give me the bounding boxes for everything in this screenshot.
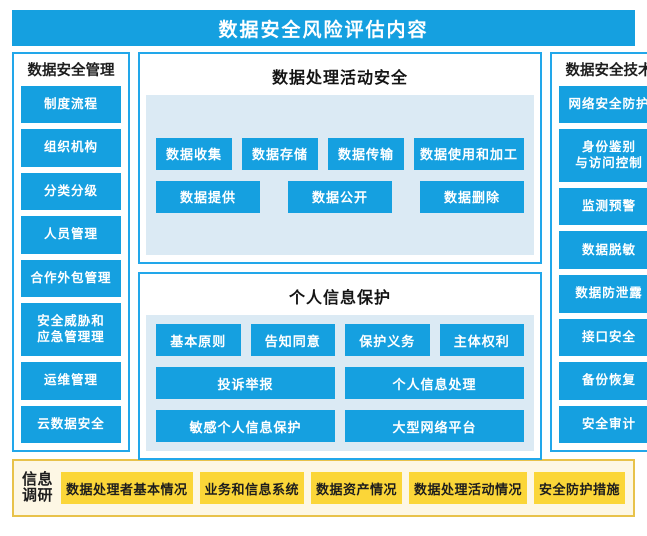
left-item-anquanweixie[interactable]: 安全威胁和 应急管理理	[21, 303, 121, 357]
right-column-list: 网络安全防护 身份鉴别 与访问控制 监测预警 数据脱敏 数据防泄露 接口安全 备…	[559, 85, 647, 444]
panel-title-personal-info: 个人信息保护	[288, 290, 391, 307]
right-item-anquanshenji[interactable]: 安全审计	[559, 405, 647, 444]
center-column: 数据处理活动安全 数据收集 数据存储 数据传输 数据使用和加工 数据提供 数据公…	[138, 52, 542, 460]
chip-data-deletion[interactable]: 数据删除	[420, 180, 524, 213]
left-column-title: 数据安全管理	[27, 63, 115, 79]
chip-basic-principles[interactable]: 基本原则	[156, 324, 241, 356]
page-title: 数据安全风险评估内容	[12, 10, 635, 46]
chip-data-provision[interactable]: 数据提供	[156, 180, 260, 213]
left-item-yunweiguanli[interactable]: 运维管理	[21, 362, 121, 400]
right-item-jianceyujing[interactable]: 监测预警	[559, 187, 647, 226]
chip-complaints-reports[interactable]: 投诉举报	[156, 367, 335, 399]
survey-chip-business-and-systems[interactable]: 业务和信息系统	[199, 472, 305, 504]
personal-info-row-1: 基本原则 告知同意 保护义务 主体权利	[156, 324, 524, 356]
survey-chip-data-assets[interactable]: 数据资产情况	[311, 472, 403, 504]
left-column-list: 制度流程 组织机构 分类分级 人员管理 合作外包管理 安全威胁和 应急管理理 运…	[21, 85, 121, 444]
chip-large-network-platform[interactable]: 大型网络平台	[345, 410, 524, 442]
main-columns: 数据安全管理 制度流程 组织机构 分类分级 人员管理 合作外包管理 安全威胁和 …	[12, 52, 647, 460]
panel-inner-personal-info: 基本原则 告知同意 保护义务 主体权利 投诉举报 个人信息处理 敏感个人信息保护…	[146, 315, 534, 451]
left-item-hezuowaibao[interactable]: 合作外包管理	[21, 259, 121, 298]
right-item-shujutuomin[interactable]: 数据脱敏	[559, 231, 647, 269]
survey-items: 数据处理者基本情况 业务和信息系统 数据资产情况 数据处理活动情况 安全防护措施	[61, 472, 626, 504]
panel-data-processing-security: 数据处理活动安全 数据收集 数据存储 数据传输 数据使用和加工 数据提供 数据公…	[138, 52, 542, 264]
chip-notice-and-consent[interactable]: 告知同意	[250, 324, 335, 356]
left-column-panel: 数据安全管理 制度流程 组织机构 分类分级 人员管理 合作外包管理 安全威胁和 …	[12, 52, 130, 452]
panel-title-data-processing: 数据处理活动安全	[271, 70, 408, 87]
chip-data-collection[interactable]: 数据收集	[156, 137, 232, 170]
chip-sensitive-personal-info[interactable]: 敏感个人信息保护	[156, 410, 335, 442]
chip-subject-rights[interactable]: 主体权利	[439, 324, 524, 356]
left-item-renyuanguanli[interactable]: 人员管理	[21, 216, 121, 254]
data-processing-row-1: 数据收集 数据存储 数据传输 数据使用和加工	[156, 137, 525, 170]
survey-bar: 信息 调研 数据处理者基本情况 业务和信息系统 数据资产情况 数据处理活动情况 …	[12, 459, 635, 517]
personal-info-row-2: 投诉举报 个人信息处理	[156, 367, 524, 399]
chip-data-transmission[interactable]: 数据传输	[328, 137, 404, 170]
data-processing-row-2: 数据提供 数据公开 数据删除	[156, 180, 524, 213]
chip-data-storage[interactable]: 数据存储	[242, 137, 318, 170]
right-item-shujufangxielu[interactable]: 数据防泄露	[559, 274, 647, 313]
left-item-zhiduliucheng[interactable]: 制度流程	[21, 85, 121, 124]
right-column-title: 数据安全技术	[565, 63, 647, 79]
chip-protection-duty[interactable]: 保护义务	[345, 324, 430, 356]
panel-inner-data-processing: 数据收集 数据存储 数据传输 数据使用和加工 数据提供 数据公开 数据删除	[146, 95, 534, 255]
right-item-beifenhuifu[interactable]: 备份恢复	[559, 362, 647, 400]
panel-personal-info-protection: 个人信息保护 基本原则 告知同意 保护义务 主体权利 投诉举报 个人信息处理 敏…	[138, 272, 542, 460]
right-item-shenfenjianbie[interactable]: 身份鉴别 与访问控制	[559, 129, 647, 182]
right-item-wangluoanquan[interactable]: 网络安全防护	[559, 85, 647, 124]
chip-data-use-and-processing[interactable]: 数据使用和加工	[414, 137, 525, 170]
right-column-panel: 数据安全技术 网络安全防护 身份鉴别 与访问控制 监测预警 数据脱敏 数据防泄露…	[550, 52, 647, 452]
personal-info-row-3: 敏感个人信息保护 大型网络平台	[156, 410, 524, 442]
left-item-fenleifenji[interactable]: 分类分级	[21, 172, 121, 211]
right-item-jiekouanquan[interactable]: 接口安全	[559, 318, 647, 357]
survey-chip-processor-basic-info[interactable]: 数据处理者基本情况	[61, 472, 193, 504]
survey-chip-security-measures[interactable]: 安全防护措施	[534, 472, 626, 504]
left-item-yunshujuanquan[interactable]: 云数据安全	[21, 405, 121, 444]
survey-chip-processing-activities[interactable]: 数据处理活动情况	[409, 472, 528, 504]
chip-personal-info-handling[interactable]: 个人信息处理	[345, 367, 524, 399]
chip-data-disclosure[interactable]: 数据公开	[288, 180, 392, 213]
left-item-zuzhijigou[interactable]: 组织机构	[21, 129, 121, 167]
survey-label: 信息 调研	[22, 470, 54, 504]
